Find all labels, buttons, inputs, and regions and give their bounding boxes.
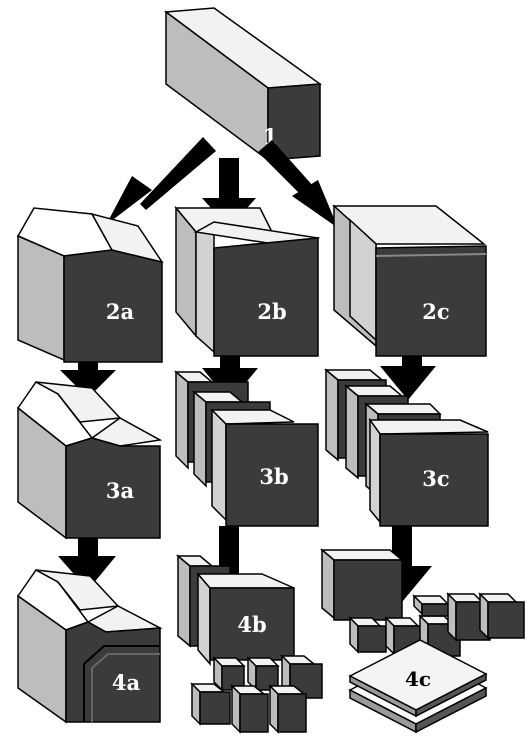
- arrow-3a-to-4a: [58, 538, 116, 590]
- plates-4c: 4c: [348, 639, 488, 734]
- block-2a: 2a: [16, 207, 164, 363]
- arrows-level-1: [106, 137, 338, 228]
- label-4b: 4b: [237, 612, 266, 637]
- cubes-4b: [190, 654, 323, 734]
- block-4c: 4c: [319, 548, 525, 734]
- block-3c: 3c: [323, 368, 489, 527]
- arrow-1-to-2a: [106, 137, 216, 225]
- label-3b: 3b: [259, 464, 288, 489]
- label-4a: 4a: [112, 670, 141, 695]
- block-4a: 4a: [16, 569, 163, 724]
- label-3a: 3a: [106, 478, 135, 503]
- arrow-2c-to-3c: [380, 356, 436, 400]
- block-2b: 2b: [174, 205, 321, 357]
- arrow-2a-to-3a: [60, 362, 116, 398]
- arrow-1-to-2c: [258, 140, 338, 228]
- label-4c: 4c: [405, 667, 431, 691]
- label-2c: 2c: [422, 299, 449, 324]
- block-3b: 3b: [173, 370, 319, 527]
- block-4b: 4b: [175, 554, 323, 734]
- block-1: 1: [163, 7, 323, 162]
- cubes-4c: [348, 592, 525, 658]
- label-2b: 2b: [257, 299, 286, 324]
- label-3c: 3c: [422, 466, 449, 491]
- label-2a: 2a: [106, 299, 135, 324]
- block-3a: 3a: [16, 381, 163, 540]
- block-2c: 2c: [332, 204, 487, 357]
